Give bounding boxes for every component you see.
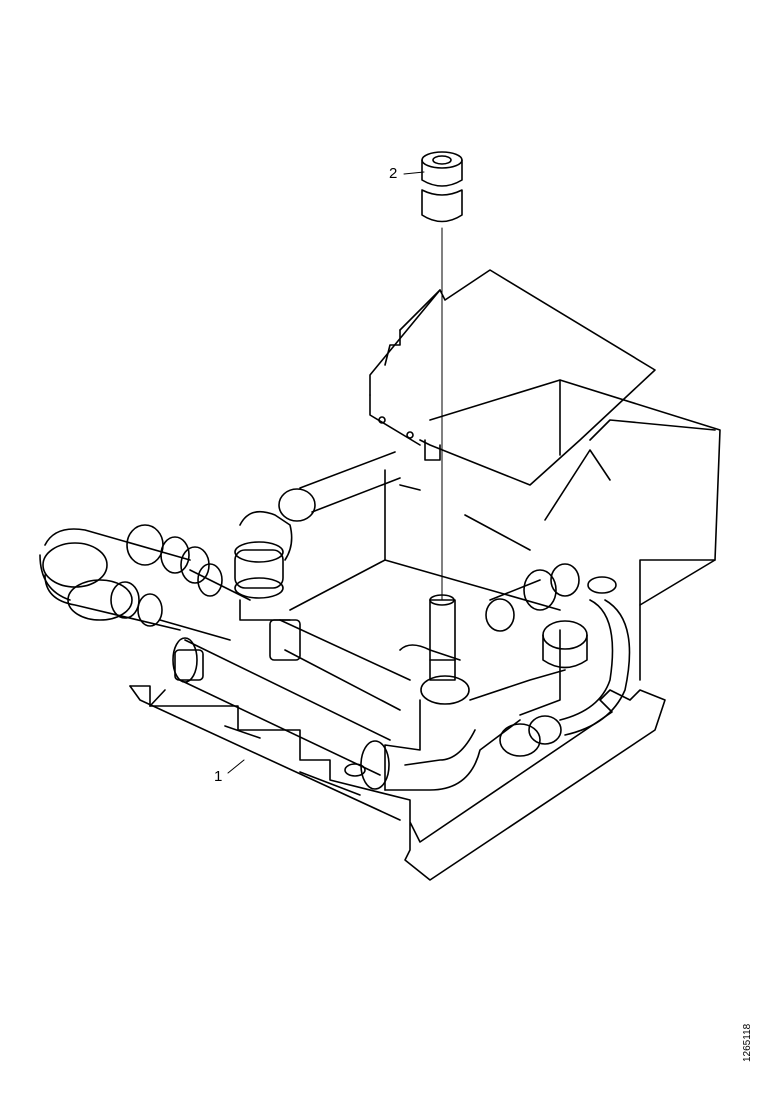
leader-lines <box>227 171 425 774</box>
callout-1: 1 <box>214 768 223 785</box>
elbow-fitting <box>234 510 293 621</box>
upper-tube <box>278 451 401 522</box>
box-housing <box>289 379 721 681</box>
lid-plate <box>369 269 656 486</box>
base-plate <box>129 685 666 881</box>
right-pipework <box>344 563 631 791</box>
part-2-fitting <box>421 151 463 601</box>
drawing-number: 1265118 <box>742 1023 753 1062</box>
center-tube <box>429 594 456 681</box>
callout-2: 2 <box>389 165 398 182</box>
left-hoses <box>39 524 251 641</box>
main-pipe <box>172 619 411 776</box>
